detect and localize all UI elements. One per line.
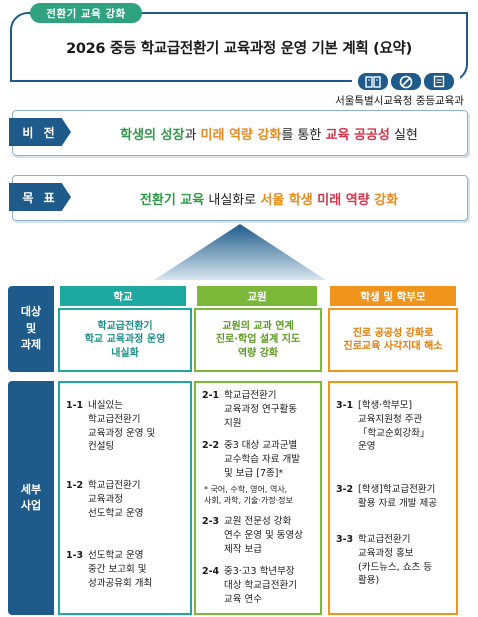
vision-text-part: 교육 공공성 [325, 127, 390, 143]
list-item: 1-3 선도학교 운영 중간 보고회 및 성과공유회 개최 [66, 549, 186, 590]
item-text: 선도학교 운영 중간 보고회 및 성과공유회 개최 [88, 550, 153, 589]
list-item: 3-2 [학생]학교급전환기 활용 자료 개발 제공 [336, 483, 452, 511]
detail-projects-label: 세부 사업 [8, 381, 54, 615]
vision-text-part: 실현 [389, 127, 418, 143]
column-head-school: 학교 [60, 286, 186, 306]
list-item: 2-2 중3 대상 교과군별 교수학습 자료 개발 및 보급 [7종]* [202, 439, 316, 480]
item-number: 1-2 [66, 480, 84, 491]
item-text: 학교급전환기 교육과정 연구활동 지원 [224, 390, 297, 429]
goal-label: 목 표 [9, 183, 71, 211]
icon-row [352, 73, 460, 91]
list-item: 2-1 학교급전환기 교육과정 연구활동 지원 [202, 389, 316, 430]
column-head-teachers: 교원 [197, 286, 317, 306]
task-school: 학교급전환기 학교 교육과정 운영 내실화 [58, 308, 192, 372]
item-number: 2-3 [202, 516, 220, 527]
goal-text-part: 서울 학생 [260, 192, 318, 208]
item-number: 2-1 [202, 390, 220, 401]
item-note: * 국어, 수학, 영어, 역사, 사회, 과학, 기술·가정·정보 [204, 485, 293, 506]
list-item: 2-4 중3·고3 학년부장 대상 학교급전환기 교육 연수 [202, 565, 316, 606]
no-entry-icon [391, 73, 421, 90]
goal-text-part: 전환기 교육 [139, 192, 205, 208]
goal-text-part: 강화 [369, 192, 399, 208]
target-and-tasks-label: 대상 및 과제 [8, 286, 54, 372]
notepad-icon [424, 73, 454, 90]
item-number: 3-1 [336, 400, 354, 411]
vision-text-part: 를 통한 [281, 127, 326, 143]
vision-text: 학생의 성장과 미래 역량 강화를 통한 교육 공공성 실현 [79, 124, 459, 143]
list-item: 1-1 내실있는 학교급전환기 교육과정 운영 및 컨설팅 [66, 399, 186, 454]
item-text: [학생·학부모] 교육지원청 주관 「학교순회강좌」 운영 [358, 400, 430, 453]
item-text: 중3 대상 교과군별 교수학습 자료 개발 및 보급 [7종]* [224, 439, 316, 480]
item-text: 중3·고3 학년부장 대상 학교급전환기 교육 연수 [224, 566, 297, 605]
task-teachers: 교원의 교과 연계 진로·학업 설계 지도 역량 강화 [194, 308, 322, 372]
goal-band: 목 표 전환기 교육 내실화로 서울 학생 미래 역량 강화 [9, 175, 468, 221]
list-item: 1-2 학교급전환기 교육과정 선도학교 운영 [66, 479, 186, 520]
organization-name: 서울특별시교육청 중등교육과 [335, 95, 464, 107]
item-text: 교원 전문성 강화 연수 운영 및 동영상 제작 보급 [224, 516, 303, 555]
vision-text-part: 미래 역량 강화 [200, 127, 282, 143]
goal-text-part: 미래 역량 [317, 192, 370, 208]
item-text: 학교급전환기 교육과정 선도학교 운영 [88, 480, 144, 519]
goal-text-part: 내실화로 [204, 192, 261, 208]
goal-text: 전환기 교육 내실화로 서울 학생 미래 역량 강화 [79, 189, 459, 208]
title-box: 2026 중등 학교급전환기 교육과정 운영 기본 계획 (요약) [10, 12, 468, 82]
list-item: 3-3 학교급전환기 교육과정 홍보 (카드뉴스, 쇼츠 등 활용) [336, 533, 452, 588]
item-number: 2-2 [202, 440, 220, 451]
item-number: 3-2 [336, 484, 354, 495]
column-head-students-parents: 학생 및 학부모 [330, 286, 456, 306]
up-arrow-icon [154, 224, 326, 280]
vision-text-part: 과 [184, 127, 201, 143]
item-text: 학교급전환기 교육과정 홍보 (카드뉴스, 쇼츠 등 활용) [358, 534, 432, 587]
book-icon [358, 73, 388, 90]
item-text: [학생]학교급전환기 활용 자료 개발 제공 [358, 484, 437, 509]
detail-school: 1-1 내실있는 학교급전환기 교육과정 운영 및 컨설팅 1-2 학교급전환기… [58, 381, 192, 615]
item-text-main: 중3 대상 교과군별 교수학습 자료 개발 및 보급 [7종]* [224, 440, 300, 479]
list-item: 3-1 [학생·학부모] 교육지원청 주관 「학교순회강좌」 운영 [336, 399, 452, 454]
item-text: 내실있는 학교급전환기 교육과정 운영 및 컨설팅 [88, 400, 156, 453]
item-number: 1-1 [66, 400, 84, 411]
item-number: 1-3 [66, 550, 84, 561]
item-number: 2-4 [202, 566, 220, 577]
detail-students-parents: 3-1 [학생·학부모] 교육지원청 주관 「학교순회강좌」 운영 3-2 [학… [328, 381, 458, 615]
vision-text-part: 학생의 성장 [120, 127, 185, 143]
detail-teachers: 2-1 학교급전환기 교육과정 연구활동 지원 2-2 중3 대상 교과군별 교… [194, 381, 322, 615]
vision-label: 비 전 [9, 118, 71, 146]
task-students-parents: 진로 공공성 강화로 진로교육 사각지대 해소 [328, 308, 458, 372]
vision-band: 비 전 학생의 성장과 미래 역량 강화를 통한 교육 공공성 실현 [9, 110, 468, 156]
list-item: 2-3 교원 전문성 강화 연수 운영 및 동영상 제작 보급 [202, 515, 316, 556]
item-number: 3-3 [336, 534, 354, 545]
title-tag: 전환기 교육 강화 [30, 3, 142, 23]
page-title: 2026 중등 학교급전환기 교육과정 운영 기본 계획 (요약) [66, 40, 412, 57]
